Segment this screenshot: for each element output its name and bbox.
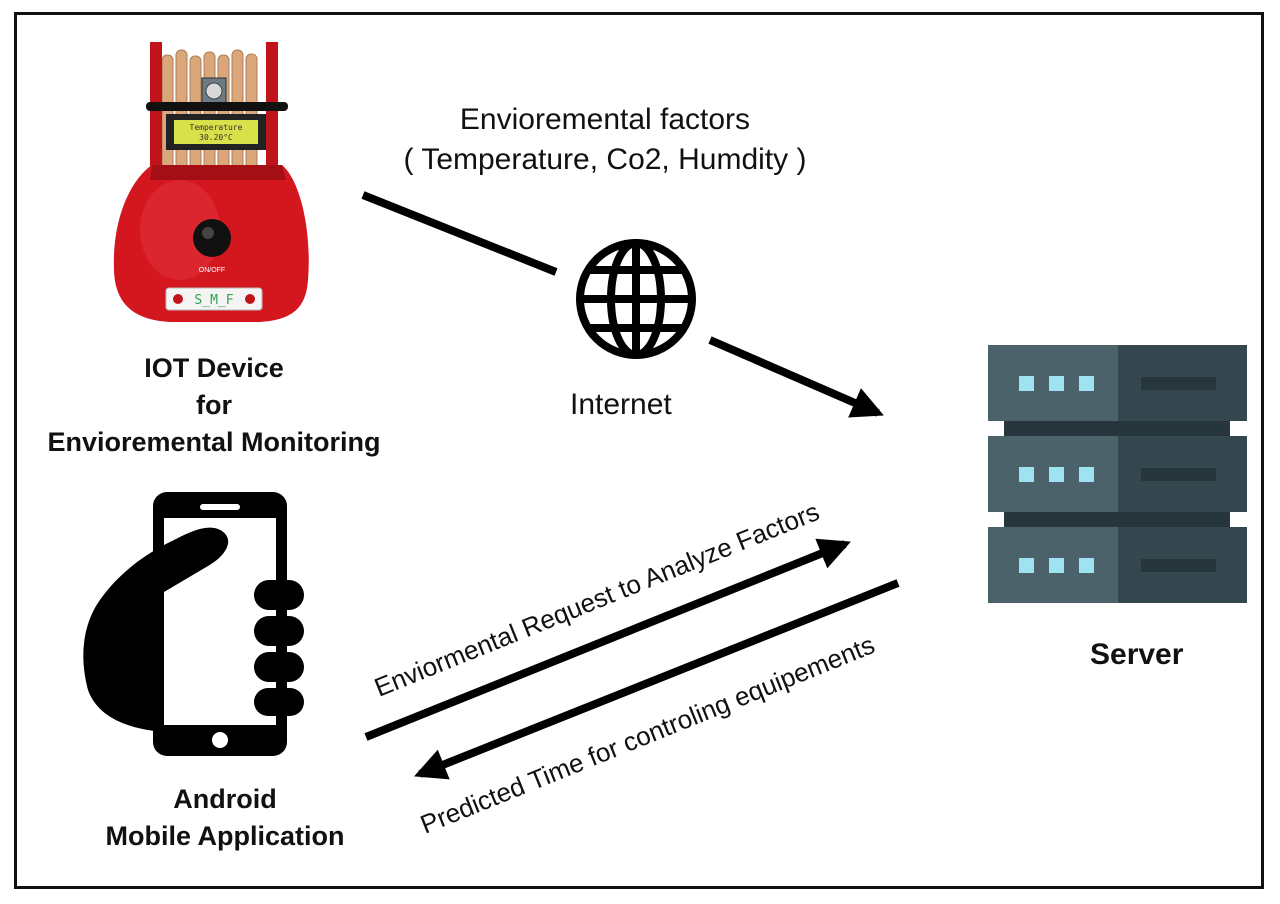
- iot-device-image: Temperature 30.20°C ON/OFF S_M_F: [113, 42, 309, 322]
- device-to-internet-line: [361, 191, 558, 276]
- mobile-app-label: Android Mobile Application: [60, 781, 390, 855]
- lcd-line-1: Temperature: [190, 123, 243, 132]
- factors-list: ( Temperature, Co2, Humdity ): [403, 143, 807, 176]
- server-label: Server: [1090, 638, 1184, 671]
- iot-device-subtitle: Envioremental Monitoring: [47, 427, 381, 457]
- badge-text: S_M_F: [194, 293, 233, 308]
- lcd-line-2: 30.20°C: [199, 133, 233, 142]
- mobile-app-subtitle: Mobile Application: [105, 821, 345, 851]
- request-arrow: [364, 538, 851, 741]
- lcd-screen: [174, 120, 258, 144]
- factors-label: Envioremental factors ( Temperature, Co2…: [380, 100, 830, 180]
- diagram-frame: [14, 12, 1264, 889]
- internet-label: Internet: [570, 388, 672, 421]
- globe-icon: [576, 239, 696, 359]
- factors-title: Envioremental factors: [459, 103, 751, 136]
- iot-device-for: for: [196, 390, 232, 420]
- badge: [165, 287, 263, 311]
- request-label: Enviormental Request to Analyze Factors: [370, 496, 823, 702]
- mobile-app-title: Android: [173, 784, 277, 814]
- iot-device-title: IOT Device: [144, 353, 284, 383]
- server-icon: [988, 345, 1247, 603]
- response-label: Predicted Time for controling equipement…: [416, 629, 879, 839]
- switch-label: ON/OFF: [199, 267, 225, 274]
- iot-device-label: IOT Device for Envioremental Monitoring: [14, 350, 414, 461]
- power-button: [193, 219, 231, 257]
- internet-to-server-arrow: [708, 336, 884, 418]
- response-arrow: [414, 579, 900, 780]
- hand-phone-icon: [83, 492, 304, 756]
